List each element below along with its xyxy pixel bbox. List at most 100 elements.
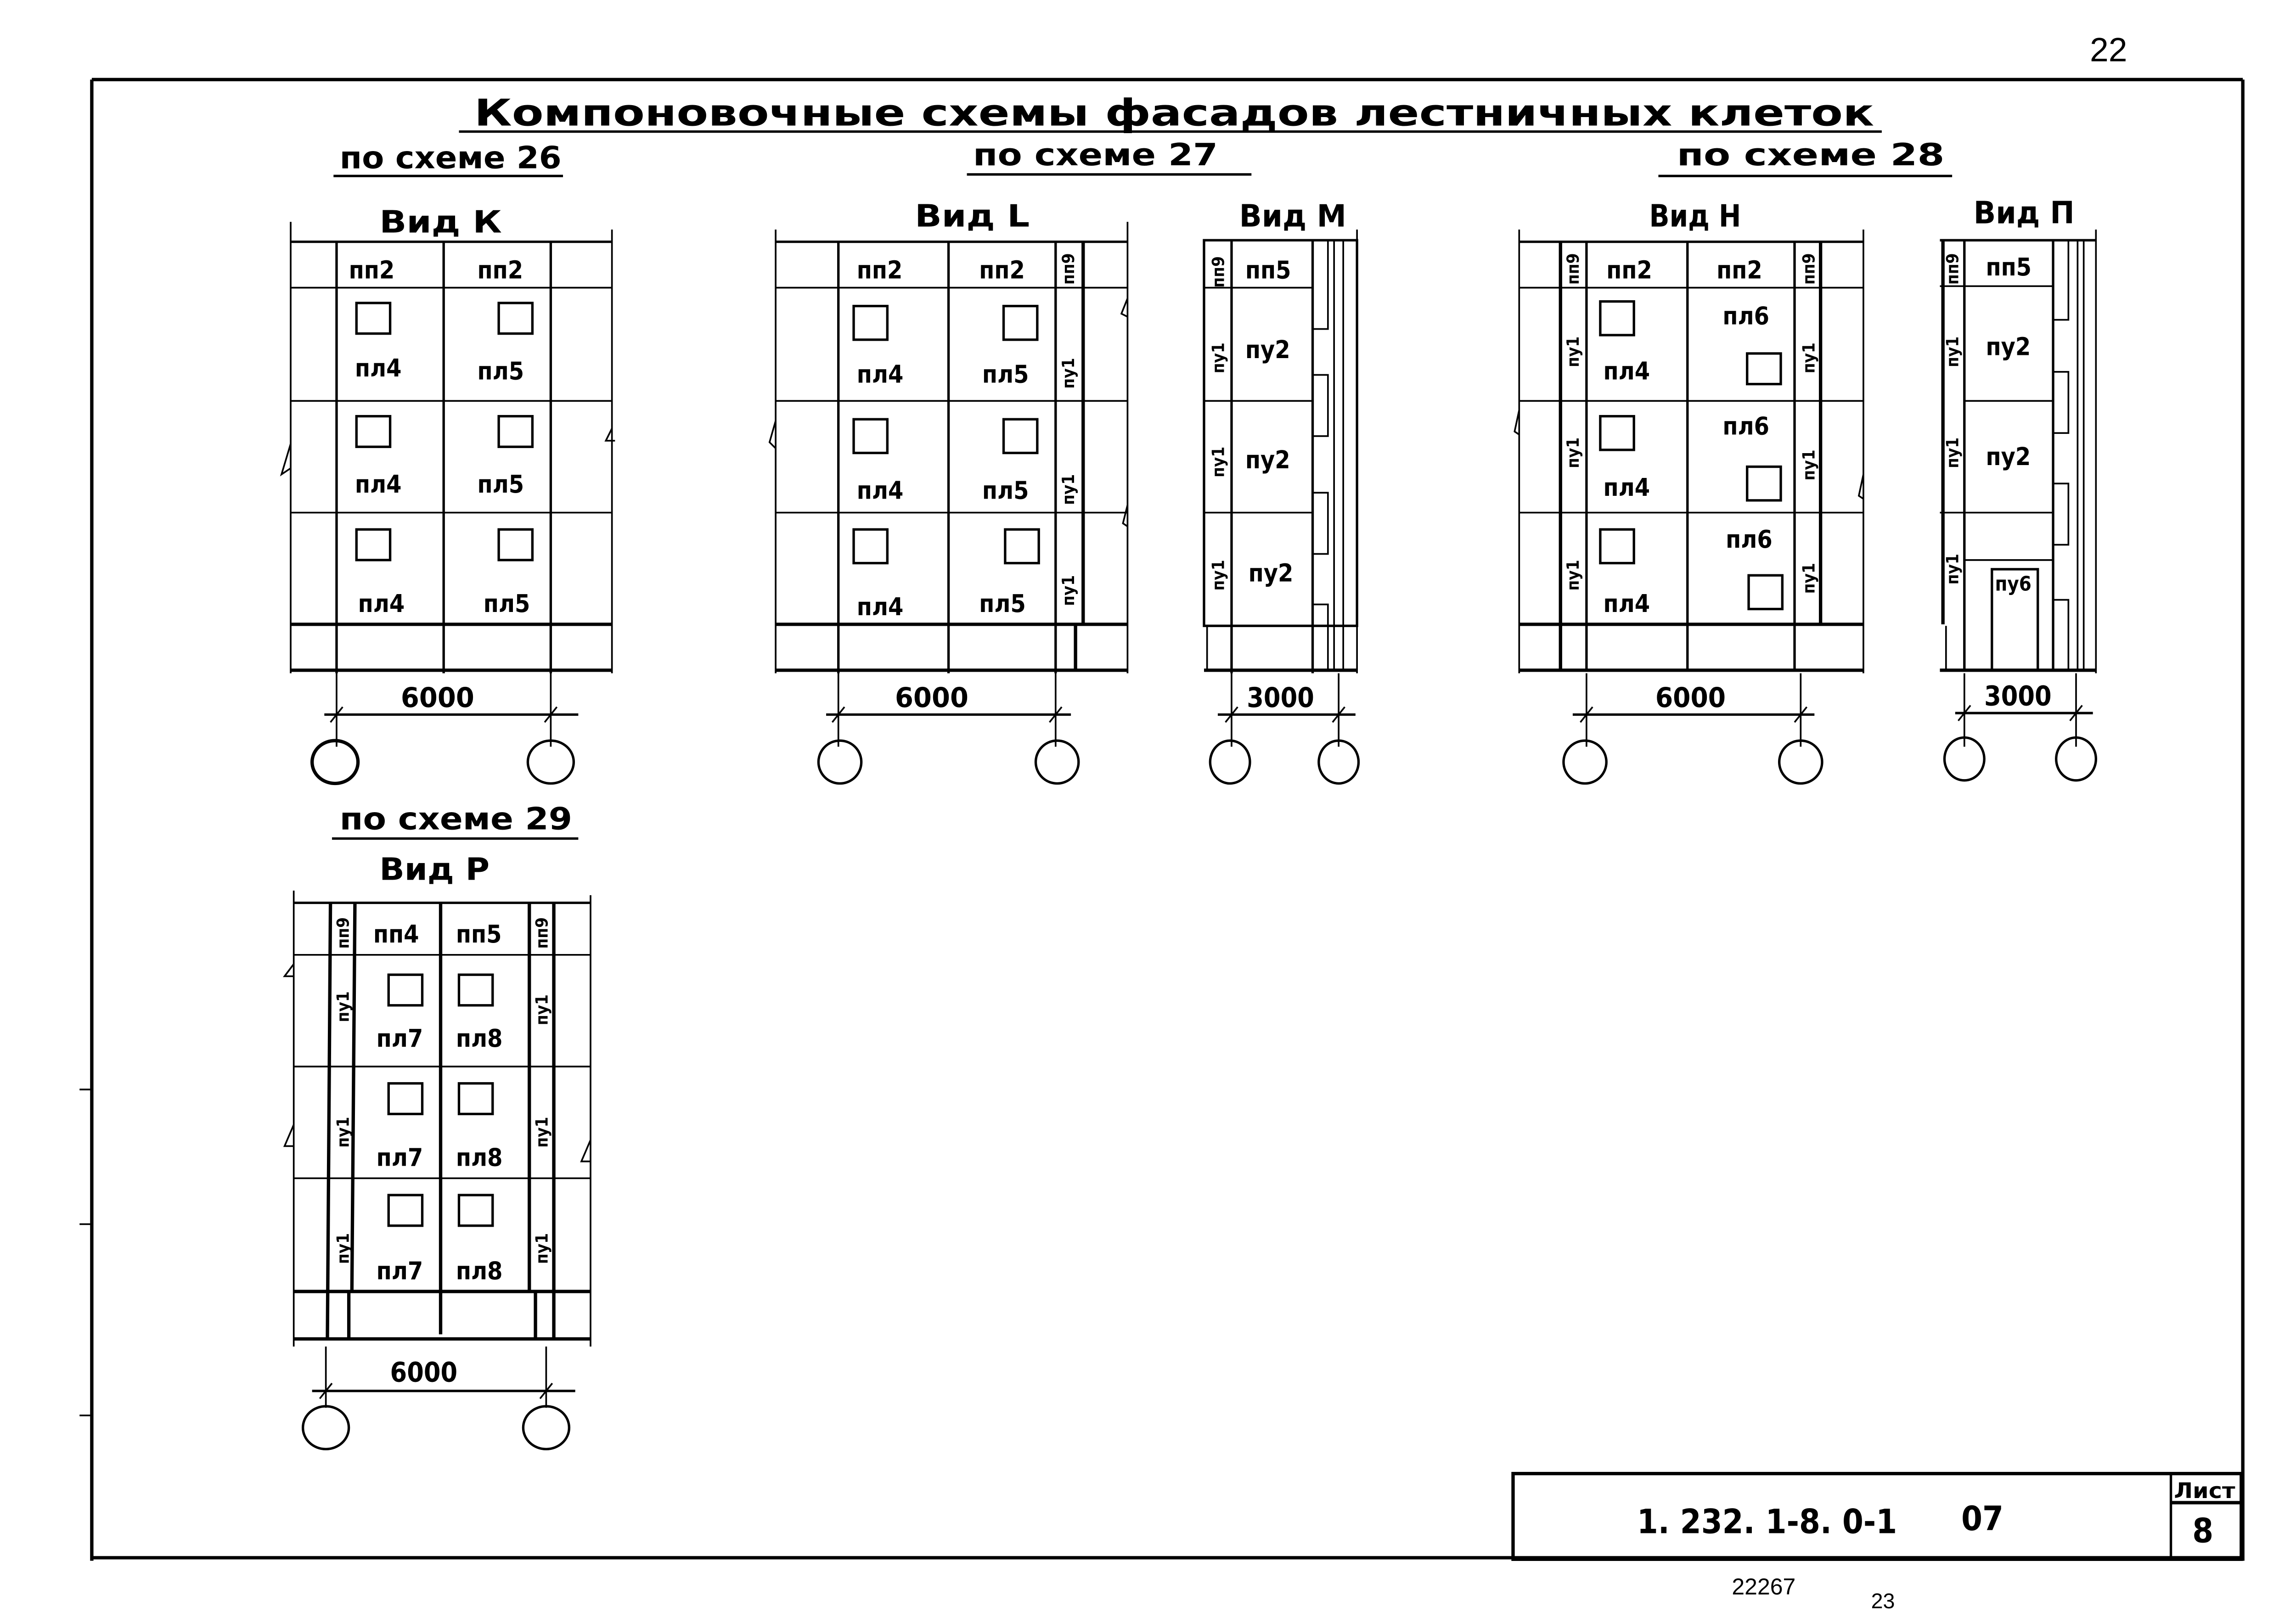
side-panel-label: пу1 bbox=[1563, 560, 1583, 590]
page-number-top: 22 bbox=[2090, 31, 2127, 68]
axis-marker bbox=[1034, 739, 1080, 785]
view-p: Вид П пп9 пу1 пу1 пу1 пп5 пу2 пу2 пу6 30… bbox=[1940, 195, 2098, 782]
panel-label: пл8 bbox=[456, 1257, 503, 1285]
panel-label: пу2 bbox=[1245, 336, 1290, 364]
panel-label: пл4 bbox=[355, 470, 402, 499]
side-panel-label: пу1 bbox=[1799, 563, 1818, 594]
panel-label: пл4 bbox=[1604, 473, 1650, 502]
main-title-text: Компоновочные схемы фасадов лестничных к… bbox=[474, 91, 1874, 134]
view-m: Вид М пп9 пу1 пу1 пу1 пп5 пу2 пу2 пу2 30… bbox=[1203, 198, 1360, 785]
footer-right-number: 23 bbox=[1871, 1589, 1895, 1613]
dimension-label: 6000 bbox=[895, 682, 968, 714]
axis-marker bbox=[817, 739, 863, 785]
panel-label: пл4 bbox=[355, 354, 402, 382]
side-panel-label: пу1 bbox=[333, 991, 353, 1022]
title-block: 1. 232. 1-8. 0-1 07 Лист 8 bbox=[1511, 1472, 2243, 1561]
scheme-29-heading: по схеме 29 bbox=[340, 801, 572, 836]
axis-marker bbox=[1778, 739, 1823, 785]
view-r: по схеме 29 Вид Р пп9 пп9 пу1 пу1 пу1 пу… bbox=[283, 801, 591, 1451]
side-panel-label: пу1 bbox=[532, 1117, 552, 1148]
panel-label: пл4 bbox=[1604, 589, 1650, 618]
panel-label: пл4 bbox=[857, 593, 904, 621]
side-panel-label: пу1 bbox=[1058, 358, 1078, 388]
axis-marker bbox=[1317, 739, 1360, 785]
side-panel-label: пу1 bbox=[1942, 438, 1962, 468]
scheme-26-heading: по схеме 26 bbox=[340, 140, 562, 176]
side-panel-label: пп9 bbox=[532, 917, 552, 949]
view-n: Вид Н пп9 пп9 пу1 пу1 пу1 пу1 пу1 пу1 пп… bbox=[1514, 198, 1864, 785]
panel-label: пл5 bbox=[979, 589, 1026, 618]
panel-label: пл7 bbox=[377, 1024, 423, 1053]
dimension-label: 3000 bbox=[1247, 682, 1314, 714]
panel-label: пп4 bbox=[373, 920, 419, 949]
dimension-label: 6000 bbox=[390, 1357, 458, 1389]
view-r-title: Вид Р bbox=[379, 851, 490, 887]
panel-label: пу2 bbox=[1245, 446, 1290, 474]
panel-label: пл6 bbox=[1726, 525, 1773, 554]
side-panel-label: пу1 bbox=[1058, 575, 1078, 606]
side-panel-label: пу1 bbox=[1208, 342, 1228, 373]
sheet-label: Лист bbox=[2174, 1479, 2235, 1504]
panel-label: пл5 bbox=[982, 477, 1029, 505]
panel-label: пл4 bbox=[358, 589, 405, 618]
panel-label: пл6 bbox=[1722, 412, 1769, 441]
designation: 1. 232. 1-8. 0-1 bbox=[1637, 1503, 1897, 1542]
dimension-label: 3000 bbox=[1984, 680, 2052, 713]
panel-label: пл5 bbox=[484, 589, 530, 618]
panel-label: пу2 bbox=[1986, 332, 2031, 361]
view-p-title: Вид П bbox=[1974, 195, 2075, 231]
panel-label: пп5 bbox=[1986, 253, 2032, 281]
view-l-title: Вид L bbox=[915, 198, 1030, 234]
panel-label: пл7 bbox=[377, 1257, 423, 1285]
side-panel-label: пу1 bbox=[1942, 337, 1962, 367]
side-panel-label: пп9 bbox=[1799, 253, 1818, 285]
panel-label: пл8 bbox=[456, 1024, 503, 1053]
panel-label: пл6 bbox=[1722, 302, 1769, 331]
panel-label: пп2 bbox=[1606, 256, 1652, 285]
dimension-label: 6000 bbox=[401, 682, 474, 714]
side-panel-label: пу1 bbox=[532, 994, 552, 1025]
view-k: Вид К пп2 пп2 пл4 пл5 пл4 пл5 пл4 пл5 6 bbox=[280, 204, 615, 786]
axis-marker bbox=[1209, 739, 1251, 785]
side-panel-label: пу1 bbox=[1799, 449, 1818, 480]
panel-label: пл5 bbox=[477, 357, 524, 386]
panel-label: пп5 bbox=[1245, 256, 1291, 285]
side-panel-label: пу1 bbox=[1208, 560, 1228, 590]
side-panel-label: пп9 bbox=[1942, 253, 1962, 285]
side-panel-label: пу1 bbox=[1799, 342, 1818, 373]
axis-marker bbox=[522, 1405, 571, 1451]
side-panel-label: пу1 bbox=[1563, 337, 1583, 367]
axis-marker bbox=[1943, 736, 1986, 782]
side-panel-label: пп9 bbox=[1563, 253, 1583, 285]
panel-label: пу2 bbox=[1986, 443, 2031, 471]
footer-left-number: 22267 bbox=[1732, 1574, 1795, 1600]
scheme-28-heading: по схеме 28 bbox=[1677, 137, 1944, 173]
document-code: 07 bbox=[1961, 1499, 2003, 1538]
axis-marker bbox=[526, 739, 575, 785]
axis-marker bbox=[1562, 739, 1608, 785]
panel-label: пл4 bbox=[857, 360, 904, 388]
side-panel-label: пу1 bbox=[333, 1233, 353, 1264]
side-panel-label: пп9 bbox=[1208, 256, 1228, 288]
side-panel-label: пп9 bbox=[333, 917, 353, 949]
side-panel-label: пу1 bbox=[532, 1233, 552, 1264]
axis-marker bbox=[301, 1405, 350, 1451]
panel-label: пл5 bbox=[982, 360, 1029, 388]
panel-label: пп2 bbox=[1716, 256, 1762, 285]
panel-label: пл4 bbox=[857, 477, 904, 505]
axis-marker bbox=[2055, 736, 2098, 782]
panel-label: пл8 bbox=[456, 1144, 503, 1172]
sheet-number: 8 bbox=[2192, 1512, 2213, 1551]
scheme-27-heading: по схеме 27 bbox=[973, 137, 1218, 173]
side-panel-label: пп9 bbox=[1058, 253, 1078, 285]
panel-label: пп5 bbox=[456, 920, 502, 949]
panel-label: пп2 bbox=[857, 256, 903, 285]
side-panel-label: пу1 bbox=[1058, 474, 1078, 505]
main-title: Компоновочные схемы фасадов лестничных к… bbox=[459, 91, 1882, 134]
view-k-title: Вид К bbox=[379, 204, 502, 240]
panel-label: пл5 bbox=[477, 470, 524, 499]
panel-label: пу2 bbox=[1249, 559, 1294, 588]
panel-label: пл4 bbox=[1604, 357, 1650, 386]
view-m-title: Вид М bbox=[1239, 198, 1346, 234]
